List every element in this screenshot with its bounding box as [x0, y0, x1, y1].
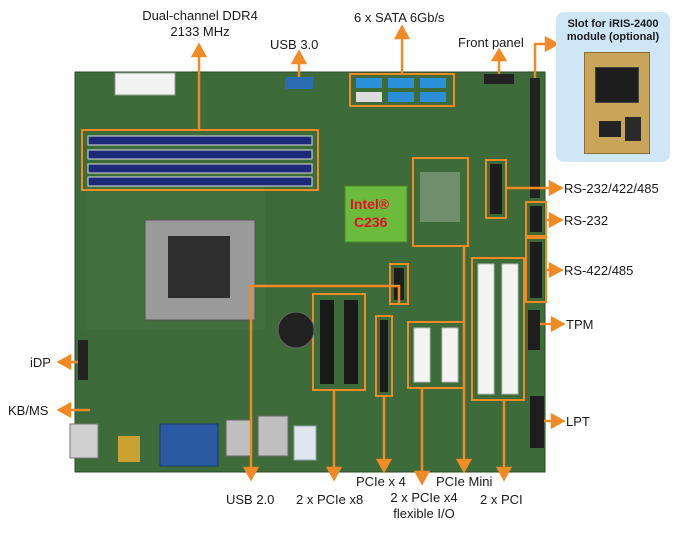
- usb2-header: [394, 268, 404, 300]
- iris-module-component: [599, 121, 621, 137]
- chipset-label-line2: C236: [354, 214, 388, 230]
- dimm-slot-4: [87, 176, 313, 187]
- pcie-mini-slot: [420, 172, 460, 222]
- sata-label: 6 x SATA 6Gb/s: [354, 10, 445, 25]
- pcie-x8-slot-2: [344, 300, 358, 384]
- iris-module-component: [625, 117, 641, 141]
- rs232-label: RS-232: [564, 213, 609, 228]
- idp-header: [78, 340, 88, 380]
- pcie-x4-flex-label-line2: flexible I/O: [393, 506, 455, 521]
- lan-port-1: [225, 419, 253, 457]
- rs232-422-485-label: RS-232/422/485: [564, 181, 659, 196]
- iris-label-line2: module (optional): [566, 31, 660, 43]
- pcie-x4-label: PCIe x 4: [356, 474, 406, 489]
- usb-rear-port: [293, 425, 317, 461]
- lpt-header: [530, 396, 544, 448]
- pcie-x8-box: [312, 293, 366, 391]
- tpm-label: TPM: [566, 317, 594, 332]
- usb3-label: USB 3.0: [270, 37, 319, 52]
- dvi-audio-port: [118, 436, 140, 462]
- idp-label: iDP: [30, 355, 51, 370]
- iris-label: Slot for iRIS-2400 module (optional): [556, 18, 670, 44]
- pcie-x8-label: 2 x PCIe x8: [296, 492, 364, 507]
- sata-port-1: [356, 78, 382, 88]
- cmos-battery: [277, 311, 315, 349]
- sata-port-6: [420, 92, 446, 102]
- iris-label-line1: Slot for iRIS-2400: [567, 18, 659, 30]
- pci-label: 2 x PCI: [480, 492, 523, 507]
- iris-module-image: [584, 52, 650, 154]
- iris-slot: [530, 78, 540, 198]
- iris-module-chip: [595, 67, 639, 103]
- dimm-slot-2: [87, 149, 313, 160]
- pci-box: [471, 257, 525, 401]
- iris-module-inset: Slot for iRIS-2400 module (optional): [556, 12, 670, 162]
- usb2-label: USB 2.0: [226, 492, 275, 507]
- pcie-x4-flex-slot-1: [413, 327, 431, 383]
- kbms-port: [69, 423, 99, 459]
- chipset-heatsink: [344, 185, 408, 243]
- usb3-header: [285, 77, 313, 89]
- pci-slot-1: [477, 263, 495, 395]
- ddr4-label-line2: 2133 MHz: [170, 24, 230, 39]
- chipset-label-line1: Intel®: [350, 196, 390, 212]
- sata-port-5: [388, 92, 414, 102]
- pcie-mini-box: [412, 157, 469, 247]
- cpu-socket: [168, 236, 230, 298]
- front-panel-label: Front panel: [458, 35, 524, 50]
- pcie-x8-slot-1: [320, 300, 334, 384]
- rs422-485-label: RS-422/485: [564, 263, 634, 278]
- vga-port: [159, 423, 219, 467]
- pcie-x4-slot: [380, 320, 388, 392]
- callout-lines: [56, 24, 566, 486]
- pcie-x4-flex-label-line1: 2 x PCIe x4: [390, 490, 458, 505]
- power-connector: [114, 72, 176, 96]
- dimm-slot-3: [87, 163, 313, 174]
- pcie-x4-flex-slot-2: [441, 327, 459, 383]
- ddr4-label-line1: Dual-channel DDR4: [142, 8, 258, 23]
- lpt-label: LPT: [566, 414, 590, 429]
- lan-port-2: [257, 415, 289, 457]
- front-panel-header: [484, 74, 514, 84]
- pci-slot-2: [501, 263, 519, 395]
- tpm-header: [528, 310, 540, 350]
- com-header-2-pins: [530, 206, 542, 232]
- sata-port-2: [388, 78, 414, 88]
- kbms-label: KB/MS: [8, 403, 49, 418]
- com-header-1-pins: [490, 164, 502, 214]
- pcie-mini-label: PCIe Mini: [436, 474, 493, 489]
- sata-port-4: [356, 92, 382, 102]
- dimm-slot-1: [87, 135, 313, 146]
- com-header-3-pins: [530, 242, 542, 298]
- sata-port-3: [420, 78, 446, 88]
